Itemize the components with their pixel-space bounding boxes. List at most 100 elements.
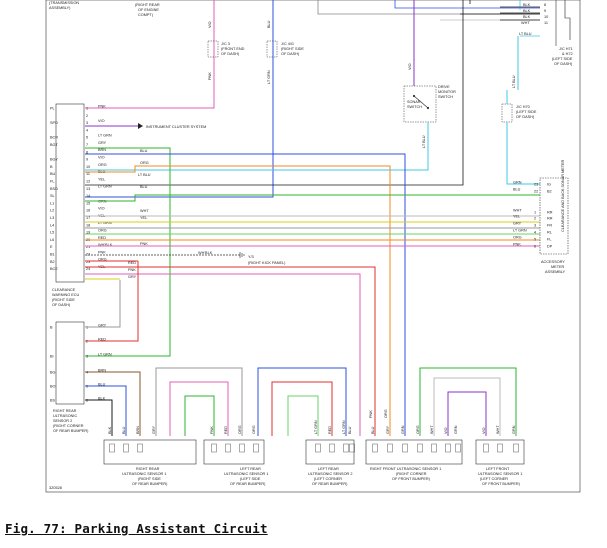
sensor-lf-box [475, 439, 525, 465]
jc-top-right-label: & H72 [562, 52, 573, 56]
jc-top-right-label: OF DASH) [554, 62, 573, 66]
lower-pin-fn: BI [50, 355, 54, 359]
wire-blu-5 [85, 385, 127, 436]
ecu-pin-wire: LT GRN [98, 185, 112, 189]
jc3-label: (FRONT END [221, 47, 245, 51]
ecu-pin-fn: BCE [50, 267, 58, 271]
tr-wire-label: BLK [523, 15, 531, 19]
sensor-lr2-label: (LEFT CORNER [314, 477, 342, 481]
sensor-pin-terminal [417, 443, 423, 453]
cluster-label: INSTRUMENT CLUSTER SYSTEM [146, 125, 206, 129]
sensor-pin-terminal [431, 443, 437, 453]
sensor-pin-wire: LT GRN [342, 420, 346, 434]
sensor-pin-wire: BLU [122, 426, 126, 434]
meter-pin-num: 4 [534, 231, 536, 235]
sensor-pin-wire: LT GRN [314, 420, 318, 434]
wire-grn-front-loop [419, 367, 517, 436]
ecu-pin-fn: L1 [50, 201, 54, 205]
sensor-rf-box [365, 439, 463, 465]
sensor-lr1-label: OF REAR BUMPER) [230, 482, 266, 486]
meter-pin-fn: FR [547, 224, 552, 228]
jc-h70-label: OF DASH) [516, 115, 535, 119]
sensor-rf-label: OF FRONT BUMPER) [392, 477, 431, 481]
vlabel-lt-grn: LT GRN [267, 70, 271, 84]
lower-pin-wire: BLK [98, 396, 106, 400]
figure-code: 3Z0528 [49, 486, 62, 490]
meter-pin-fn: B2 [547, 190, 552, 194]
wire-grn-loop [184, 395, 215, 436]
ecu-pin-wire: LT GRN [98, 221, 112, 225]
ecu-pin-num: 10 [86, 165, 90, 169]
rear-engine-note: (RIGHT REAR [135, 3, 160, 7]
jc3-label: OF DASH) [221, 52, 240, 56]
switch-node [412, 94, 416, 98]
drive-switch-label: SWITCH [438, 95, 453, 99]
sensor-pin-wire: BLU [348, 426, 352, 434]
sensor-pin-terminal [349, 443, 355, 453]
ecu-pin-num: 17 [86, 216, 90, 220]
rr-sensor2-label: RIGHT REAR [53, 409, 77, 413]
ecu-pin-num: 24 [86, 267, 90, 271]
ecu-pin-fn: E [50, 245, 53, 249]
ecu-pin-fn: SPD [50, 121, 58, 125]
sensor-lr1-label: LEFT REAR [240, 467, 261, 471]
ecu-label: WARNING ECU [52, 293, 80, 297]
top-left-label: (TRANSMISSION [49, 1, 79, 5]
accessory-meter-box [539, 177, 569, 255]
meter-pin-fn: DP [547, 245, 553, 249]
jc-h70-label: J/C H70 [516, 105, 530, 109]
drive-switch-label: MONITOR [438, 90, 456, 94]
ecu-pin-num: 15 [86, 201, 90, 205]
wire-lt-grn-bsd [85, 194, 540, 202]
meter-pin-wire: YEL [513, 215, 520, 219]
sensor-pin-wire: RED [328, 426, 332, 434]
tr-wire-label: BLK [523, 3, 531, 7]
ecu-mid-label: PNK [128, 268, 136, 272]
wire-pnk-b2 [85, 273, 361, 436]
sensor-pin-terminal [109, 443, 115, 453]
lower-pin-fn: BG [50, 371, 56, 375]
jc-h70-label: (LEFT SIDE [516, 110, 537, 114]
wiring-schematic: (TRANSMISSION ASSEMBLY) (RIGHT REAR OF E… [45, 0, 581, 493]
jc3-label: J/C 3 [221, 42, 230, 46]
rr-sensor2-box [55, 321, 85, 405]
sonar-switch-label: SONAR [407, 100, 421, 104]
ecu-mid-label: WHT [140, 209, 149, 213]
sensor-rr1-label: OF REAR BUMPER) [132, 482, 168, 486]
ecu-pin-num: 23 [86, 260, 90, 264]
vlabel-vio-switch: VIO [408, 63, 412, 70]
kick-panel-label: (RIGHT KICK PANEL) [248, 261, 286, 265]
sensor-lf-label: ULTRASONIC SENSOR 1 [478, 472, 522, 476]
sensor-pin-terminal [329, 443, 335, 453]
ecu-pin-fn: L4 [50, 223, 54, 227]
sensor-pin-terminal [455, 443, 461, 453]
jc-h70-block [501, 103, 513, 123]
wire-lt-blu-meter [506, 90, 540, 185]
sensor-lr1-label: (LEFT SIDE [240, 477, 261, 481]
sensor-pin-terminal [343, 443, 349, 453]
sensor-pin-terminal [253, 443, 259, 453]
ecu-pin-wire: ORG [98, 163, 107, 167]
sensor-lf-label: (LEFT CORNER [480, 477, 508, 481]
ecu-pin-num: 18 [86, 223, 90, 227]
ecu-mid-label: GRY [128, 275, 137, 279]
wire-gry-loop [155, 367, 243, 436]
tr-pin-num: 11 [544, 21, 548, 25]
tr-pin-num: 9 [544, 9, 546, 13]
ecu-mid-label: YEL [140, 216, 147, 220]
ecu-mid-label: LT BLU [138, 173, 151, 177]
vlabel-pnk: PNK [208, 72, 212, 80]
clearance-ecu-box [55, 103, 85, 283]
sensor-pin-terminal [211, 443, 217, 453]
wire-red-b1 [85, 260, 376, 436]
vlabel-blu: BLU [267, 20, 271, 28]
lower-pin-fn: BO [50, 385, 56, 389]
ecu-pin-fn: BGY [50, 158, 58, 162]
sensor-pin-terminal [239, 443, 245, 453]
sensor-lf-label: LEFT FRONT [486, 467, 510, 471]
wire-vio-front-loop [447, 391, 487, 436]
